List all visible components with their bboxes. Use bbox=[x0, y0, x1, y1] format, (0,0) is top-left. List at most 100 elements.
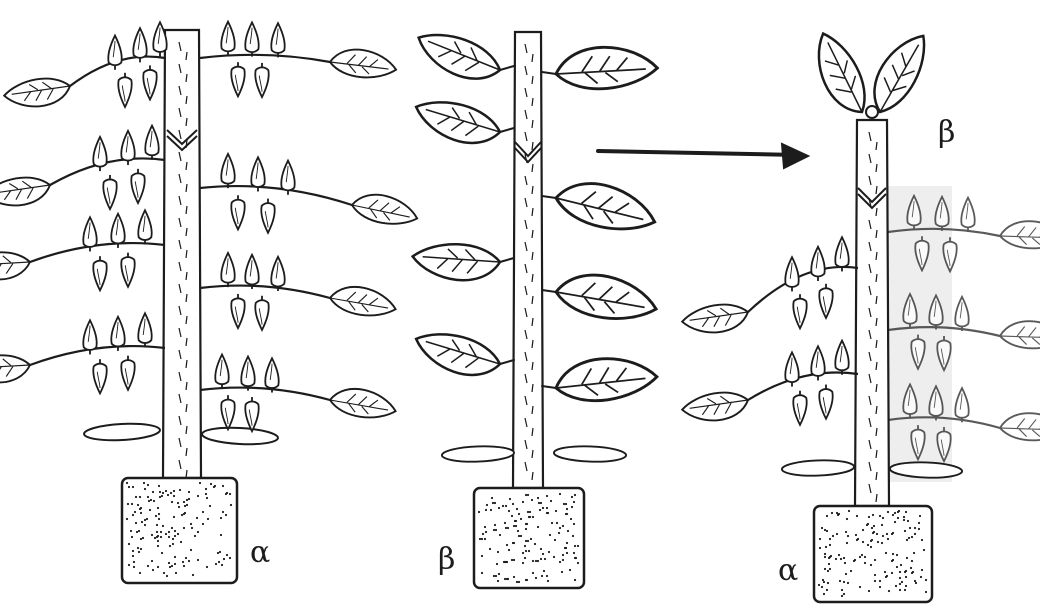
pepper-fruit bbox=[261, 199, 274, 233]
plant-a-label: α bbox=[250, 538, 270, 568]
leaf bbox=[350, 190, 420, 228]
plant-b-petiole bbox=[500, 258, 514, 262]
leaf bbox=[328, 283, 398, 319]
plant-b-petiole bbox=[542, 72, 556, 74]
grafted-branch bbox=[680, 341, 858, 427]
plant-b-leaf bbox=[554, 43, 659, 93]
leaf bbox=[1000, 413, 1040, 440]
grafted-branch bbox=[680, 237, 858, 338]
plant-a-branch bbox=[2, 22, 166, 112]
plant-a-branch bbox=[0, 126, 165, 212]
plant-b-label: β bbox=[438, 545, 455, 575]
leaf bbox=[680, 300, 750, 338]
pepper-fruit bbox=[138, 313, 151, 347]
pepper-fruit bbox=[93, 137, 106, 171]
pepper-fruit bbox=[835, 341, 848, 375]
pepper-fruit bbox=[245, 397, 258, 431]
pepper-fruit bbox=[245, 22, 258, 56]
pepper-fruit bbox=[255, 63, 268, 97]
pepper-fruit bbox=[121, 356, 134, 390]
pepper-fruit bbox=[221, 395, 234, 429]
leaf bbox=[0, 250, 31, 283]
graft-arrow-shaft bbox=[598, 151, 798, 155]
pepper-fruit bbox=[103, 175, 116, 209]
pepper-fruit bbox=[153, 22, 166, 56]
leaf bbox=[0, 173, 53, 211]
plant-a-branch bbox=[200, 22, 398, 97]
grafted-top-label: β bbox=[938, 118, 955, 148]
plant-b-leaf bbox=[553, 351, 659, 406]
pepper-fruit bbox=[121, 253, 134, 287]
pepper-fruit bbox=[111, 317, 124, 351]
pepper-fruit bbox=[835, 237, 848, 271]
pepper-fruit bbox=[251, 157, 264, 191]
plant-a-branch bbox=[0, 210, 165, 290]
pepper-fruit bbox=[281, 161, 294, 195]
pepper-fruit bbox=[785, 257, 798, 291]
pepper-fruit bbox=[819, 385, 832, 419]
leaf bbox=[329, 47, 398, 80]
pepper-fruit bbox=[221, 154, 234, 188]
plant-b-petiole bbox=[500, 128, 514, 132]
plant-b-leaf bbox=[553, 270, 659, 325]
leaf bbox=[328, 385, 398, 421]
plant-b-leaf bbox=[410, 326, 504, 383]
leaf bbox=[2, 74, 72, 112]
pepper-fruit bbox=[131, 169, 144, 203]
pepper-fruit bbox=[231, 294, 244, 328]
pepper-fruit bbox=[793, 294, 806, 328]
leaf bbox=[0, 353, 31, 386]
pepper-fruit bbox=[265, 358, 278, 392]
grafted-scion-bud bbox=[866, 106, 878, 118]
pepper-fruit bbox=[231, 62, 244, 96]
leaf bbox=[1000, 221, 1040, 248]
pepper-fruit bbox=[93, 256, 106, 290]
plant-b-leaf bbox=[410, 94, 504, 151]
plant-b-petiole bbox=[542, 196, 556, 198]
plant-b-petiole bbox=[500, 66, 514, 70]
plant-b-leaf bbox=[411, 25, 505, 89]
pepper-fruit bbox=[961, 198, 974, 232]
pepper-fruit bbox=[93, 359, 106, 393]
pepper-fruit bbox=[145, 126, 158, 160]
pepper-fruit bbox=[245, 255, 258, 289]
plant-b-leaf bbox=[552, 176, 660, 238]
pepper-fruit bbox=[83, 320, 96, 354]
pepper-fruit bbox=[221, 22, 234, 56]
pepper-fruit bbox=[819, 284, 832, 318]
plant-a-pot bbox=[122, 478, 237, 583]
pepper-fruit bbox=[143, 65, 156, 99]
grafted-cotyledon-left bbox=[782, 459, 855, 477]
grafted-scion-leaf-left bbox=[804, 27, 877, 121]
leaf bbox=[680, 388, 750, 426]
pepper-fruit bbox=[118, 73, 131, 107]
pepper-fruit bbox=[785, 352, 798, 386]
plant-b-petiole bbox=[500, 360, 514, 364]
pepper-fruit bbox=[111, 214, 124, 248]
pepper-fruit bbox=[231, 195, 244, 229]
pepper-fruit bbox=[83, 217, 96, 251]
pepper-fruit bbox=[271, 23, 284, 57]
plant-b-leaf bbox=[412, 243, 501, 282]
leaf bbox=[1000, 321, 1040, 348]
grafted-pot bbox=[814, 506, 932, 602]
plant-a-branch bbox=[200, 154, 420, 233]
plant-a-cotyledon-left bbox=[84, 422, 161, 442]
pepper-fruit bbox=[271, 257, 284, 291]
plant-a-branch bbox=[200, 253, 398, 330]
pepper-fruit bbox=[793, 391, 806, 425]
pepper-fruit bbox=[955, 388, 968, 422]
plant-b-pot bbox=[474, 488, 584, 588]
graft-arrow-head bbox=[782, 144, 808, 168]
pepper-fruit bbox=[121, 131, 134, 165]
pepper-fruit bbox=[811, 346, 824, 380]
plant-b-petiole bbox=[542, 290, 556, 292]
pepper-fruit bbox=[811, 247, 824, 281]
pepper-fruit bbox=[215, 354, 228, 388]
plant-b-petiole bbox=[542, 386, 556, 388]
plant-b-cotyledon-left bbox=[442, 445, 515, 463]
plant-a-branch bbox=[0, 313, 165, 393]
plant-a-branch bbox=[200, 354, 398, 431]
plant-b-stem bbox=[513, 32, 543, 488]
